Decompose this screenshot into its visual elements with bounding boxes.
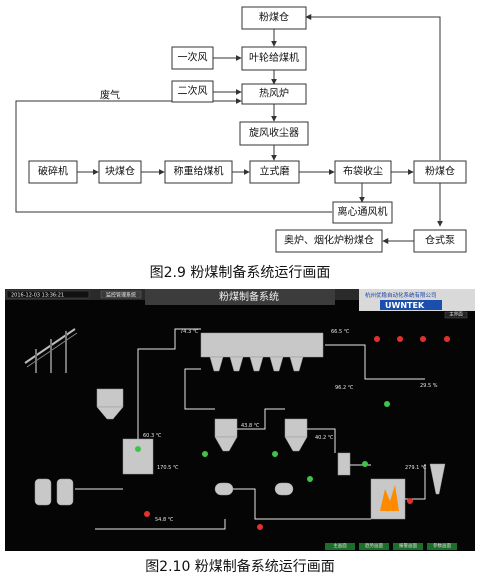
line-fenmeicang-return <box>305 14 441 160</box>
svg-text:主界面: 主界面 <box>449 311 463 318</box>
tag-value: 170.5 ℃ <box>157 465 179 471</box>
footer-button-trend[interactable] <box>359 543 389 550</box>
tag-value: 29.5 % <box>420 383 438 389</box>
valve-icon[interactable] <box>272 451 278 457</box>
figure-caption-2-9: 图2.9 粉煤制备系统运行画面 <box>149 265 331 281</box>
svg-text:报警画面: 报警画面 <box>399 542 417 549</box>
svg-text:一次风: 一次风 <box>178 51 208 64</box>
scada-brand: UWNTEK <box>385 301 425 310</box>
belt-conveyor <box>24 328 78 373</box>
node-cangshibeng: 仓式泵 <box>413 229 467 253</box>
svg-text:趋势画面: 趋势画面 <box>365 542 383 549</box>
fan-icon[interactable] <box>420 336 426 342</box>
svg-text:旋风收尘器: 旋风收尘器 <box>249 126 299 139</box>
svg-text:热风炉: 热风炉 <box>259 87 289 100</box>
svg-text:块煤仓: 块煤仓 <box>105 165 135 178</box>
svg-text:称重给煤机: 称重给煤机 <box>174 165 224 178</box>
tag-value: 60.3 ℃ <box>143 433 162 439</box>
fan-icon[interactable] <box>407 498 413 504</box>
svg-text:主画面: 主画面 <box>333 542 347 549</box>
node-fenmeicang-top: 粉煤仓 <box>241 6 307 30</box>
tag-value: 54.8 ℃ <box>155 517 174 523</box>
alarm-indicators <box>144 336 450 530</box>
scada-screenshot: 2016-12-03 13:36:21 监控管理系统 粉煤制备系统 杭州优稳自动… <box>5 289 475 551</box>
tag-value: 66.5 ℃ <box>331 329 350 335</box>
scada-home-button[interactable] <box>444 311 468 319</box>
svg-text:仓式泵: 仓式泵 <box>425 234 455 247</box>
feiqi-label: 废气 <box>100 89 120 102</box>
node-ercifeng: 二次风 <box>171 80 214 103</box>
process-flow-diagram: 废气 粉煤仓 一次风 叶轮给煤机 二次风 热风炉 旋风收尘器 破碎机 块煤仓 称… <box>15 6 467 253</box>
svg-text:奥炉、烟化炉粉煤仓: 奥炉、烟化炉粉煤仓 <box>284 234 374 247</box>
svg-text:监控管理系统: 监控管理系统 <box>106 292 136 299</box>
svg-text:破碎机: 破碎机 <box>38 165 68 178</box>
node-posui: 破碎机 <box>28 160 78 184</box>
valve-icon[interactable] <box>202 451 208 457</box>
node-lishimo: 立式磨 <box>249 160 300 184</box>
valve-icon[interactable] <box>135 446 141 452</box>
fan-icon[interactable] <box>397 336 403 342</box>
node-budai: 布袋收尘 <box>334 160 392 184</box>
fan-icon[interactable] <box>144 511 150 517</box>
valve-icon[interactable] <box>362 461 368 467</box>
svg-text:粉煤仓: 粉煤仓 <box>425 165 455 178</box>
tag-value: 40.2 ℃ <box>315 435 334 441</box>
furnace-flame-icon <box>380 485 399 511</box>
svg-text:参数画面: 参数画面 <box>433 542 451 549</box>
node-fenmeicang-right: 粉煤仓 <box>413 160 467 184</box>
scada-footer: 主画面 趋势画面 报警画面 参数画面 <box>325 542 457 550</box>
svg-text:叶轮给煤机: 叶轮给煤机 <box>249 51 299 64</box>
scada-datetime: 2016-12-03 13:36:21 <box>11 293 64 299</box>
node-chengzhong: 称重给煤机 <box>164 160 233 184</box>
node-kuaimei: 块煤仓 <box>98 160 142 184</box>
footer-button-main[interactable] <box>325 543 355 550</box>
process-pipes <box>75 328 426 530</box>
valve-icon[interactable] <box>384 401 390 407</box>
process-equipment <box>34 332 446 520</box>
svg-text:布袋收尘: 布袋收尘 <box>343 165 383 178</box>
valve-icon[interactable] <box>307 476 313 482</box>
node-refenglu: 热风炉 <box>241 83 307 105</box>
tag-value: 96.2 ℃ <box>335 385 354 391</box>
tag-value: 43.8 ℃ <box>241 423 260 429</box>
scada-title: 粉煤制备系统 <box>219 290 279 303</box>
figure-caption-2-10: 图2.10 粉煤制备系统运行画面 <box>145 559 335 575</box>
svg-text:立式磨: 立式磨 <box>260 165 290 178</box>
footer-button-alarm[interactable] <box>393 543 423 550</box>
scada-company: 杭州优稳自动化系统有限公司 <box>365 291 437 299</box>
tag-value: 74.3 ℃ <box>180 329 199 335</box>
svg-text:粉煤仓: 粉煤仓 <box>259 11 289 24</box>
node-aolu: 奥炉、烟化炉粉煤仓 <box>275 229 383 253</box>
valves <box>135 401 390 482</box>
node-yicifeng: 一次风 <box>171 46 214 70</box>
footer-button-params[interactable] <box>427 543 457 550</box>
fan-icon[interactable] <box>374 336 380 342</box>
scada-tab[interactable] <box>100 290 142 299</box>
flow-connectors <box>15 14 443 244</box>
fan-icon[interactable] <box>257 524 263 530</box>
node-lixin: 离心通风机 <box>332 201 393 224</box>
node-xuanfeng: 旋风收尘器 <box>239 121 309 146</box>
svg-text:二次风: 二次风 <box>178 84 208 97</box>
fan-icon[interactable] <box>444 336 450 342</box>
tag-value: 279.1 ℃ <box>405 465 427 471</box>
node-yelun: 叶轮给煤机 <box>241 46 307 71</box>
svg-text:离心通风机: 离心通风机 <box>338 205 388 218</box>
line-lixin-recycle-to-refenglu <box>15 98 332 213</box>
